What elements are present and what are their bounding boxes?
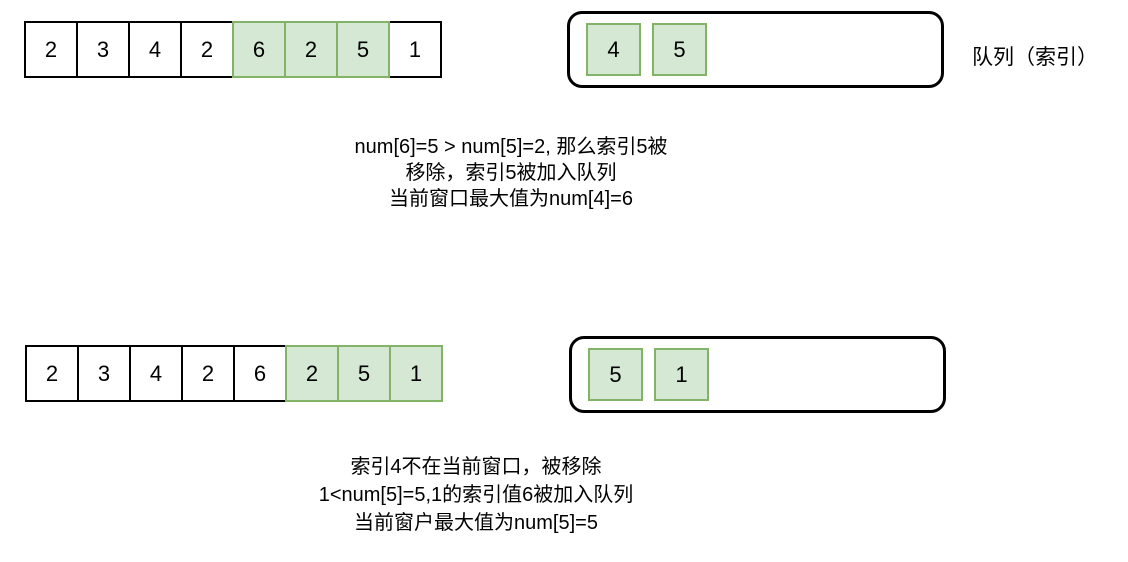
caption-line: num[6]=5 > num[5]=2, 那么索引5被 — [354, 136, 668, 158]
array-cell: 2 — [181, 345, 235, 402]
array-cell: 2 — [24, 21, 78, 78]
array-cell: 5 — [337, 345, 391, 402]
queue-label: 队列（索引） — [972, 46, 1098, 69]
array-cell: 3 — [77, 345, 131, 402]
queue-item: 4 — [586, 23, 641, 76]
array-cell: 6 — [232, 21, 286, 78]
queue-item: 5 — [652, 23, 707, 76]
array-cell: 1 — [388, 21, 442, 78]
queue-item: 5 — [588, 348, 643, 401]
array-cell: 5 — [336, 21, 390, 78]
caption-step2: 索引4不在当前窗口，被移除 1<num[5]=5,1的索引值6被加入队列 当前窗… — [236, 453, 716, 537]
array-cell: 6 — [233, 345, 287, 402]
caption-line: 移除，索引5被加入队列 — [405, 162, 617, 184]
caption-step1: num[6]=5 > num[5]=2, 那么索引5被 移除，索引5被加入队列 … — [271, 134, 751, 212]
array-cell: 2 — [25, 345, 79, 402]
caption-line: 当前窗口最大值为num[4]=6 — [389, 188, 633, 210]
array-cell: 1 — [389, 345, 443, 402]
array-cell: 3 — [76, 21, 130, 78]
caption-line: 当前窗户最大值为num[5]=5 — [354, 512, 598, 534]
queue-item: 1 — [654, 348, 709, 401]
array-cell: 4 — [128, 21, 182, 78]
array-cell: 2 — [180, 21, 234, 78]
array-cell: 2 — [285, 345, 339, 402]
array-cell: 4 — [129, 345, 183, 402]
caption-line: 索引4不在当前窗口，被移除 — [350, 456, 602, 478]
caption-line: 1<num[5]=5,1的索引值6被加入队列 — [318, 484, 634, 506]
array-cell: 2 — [284, 21, 338, 78]
